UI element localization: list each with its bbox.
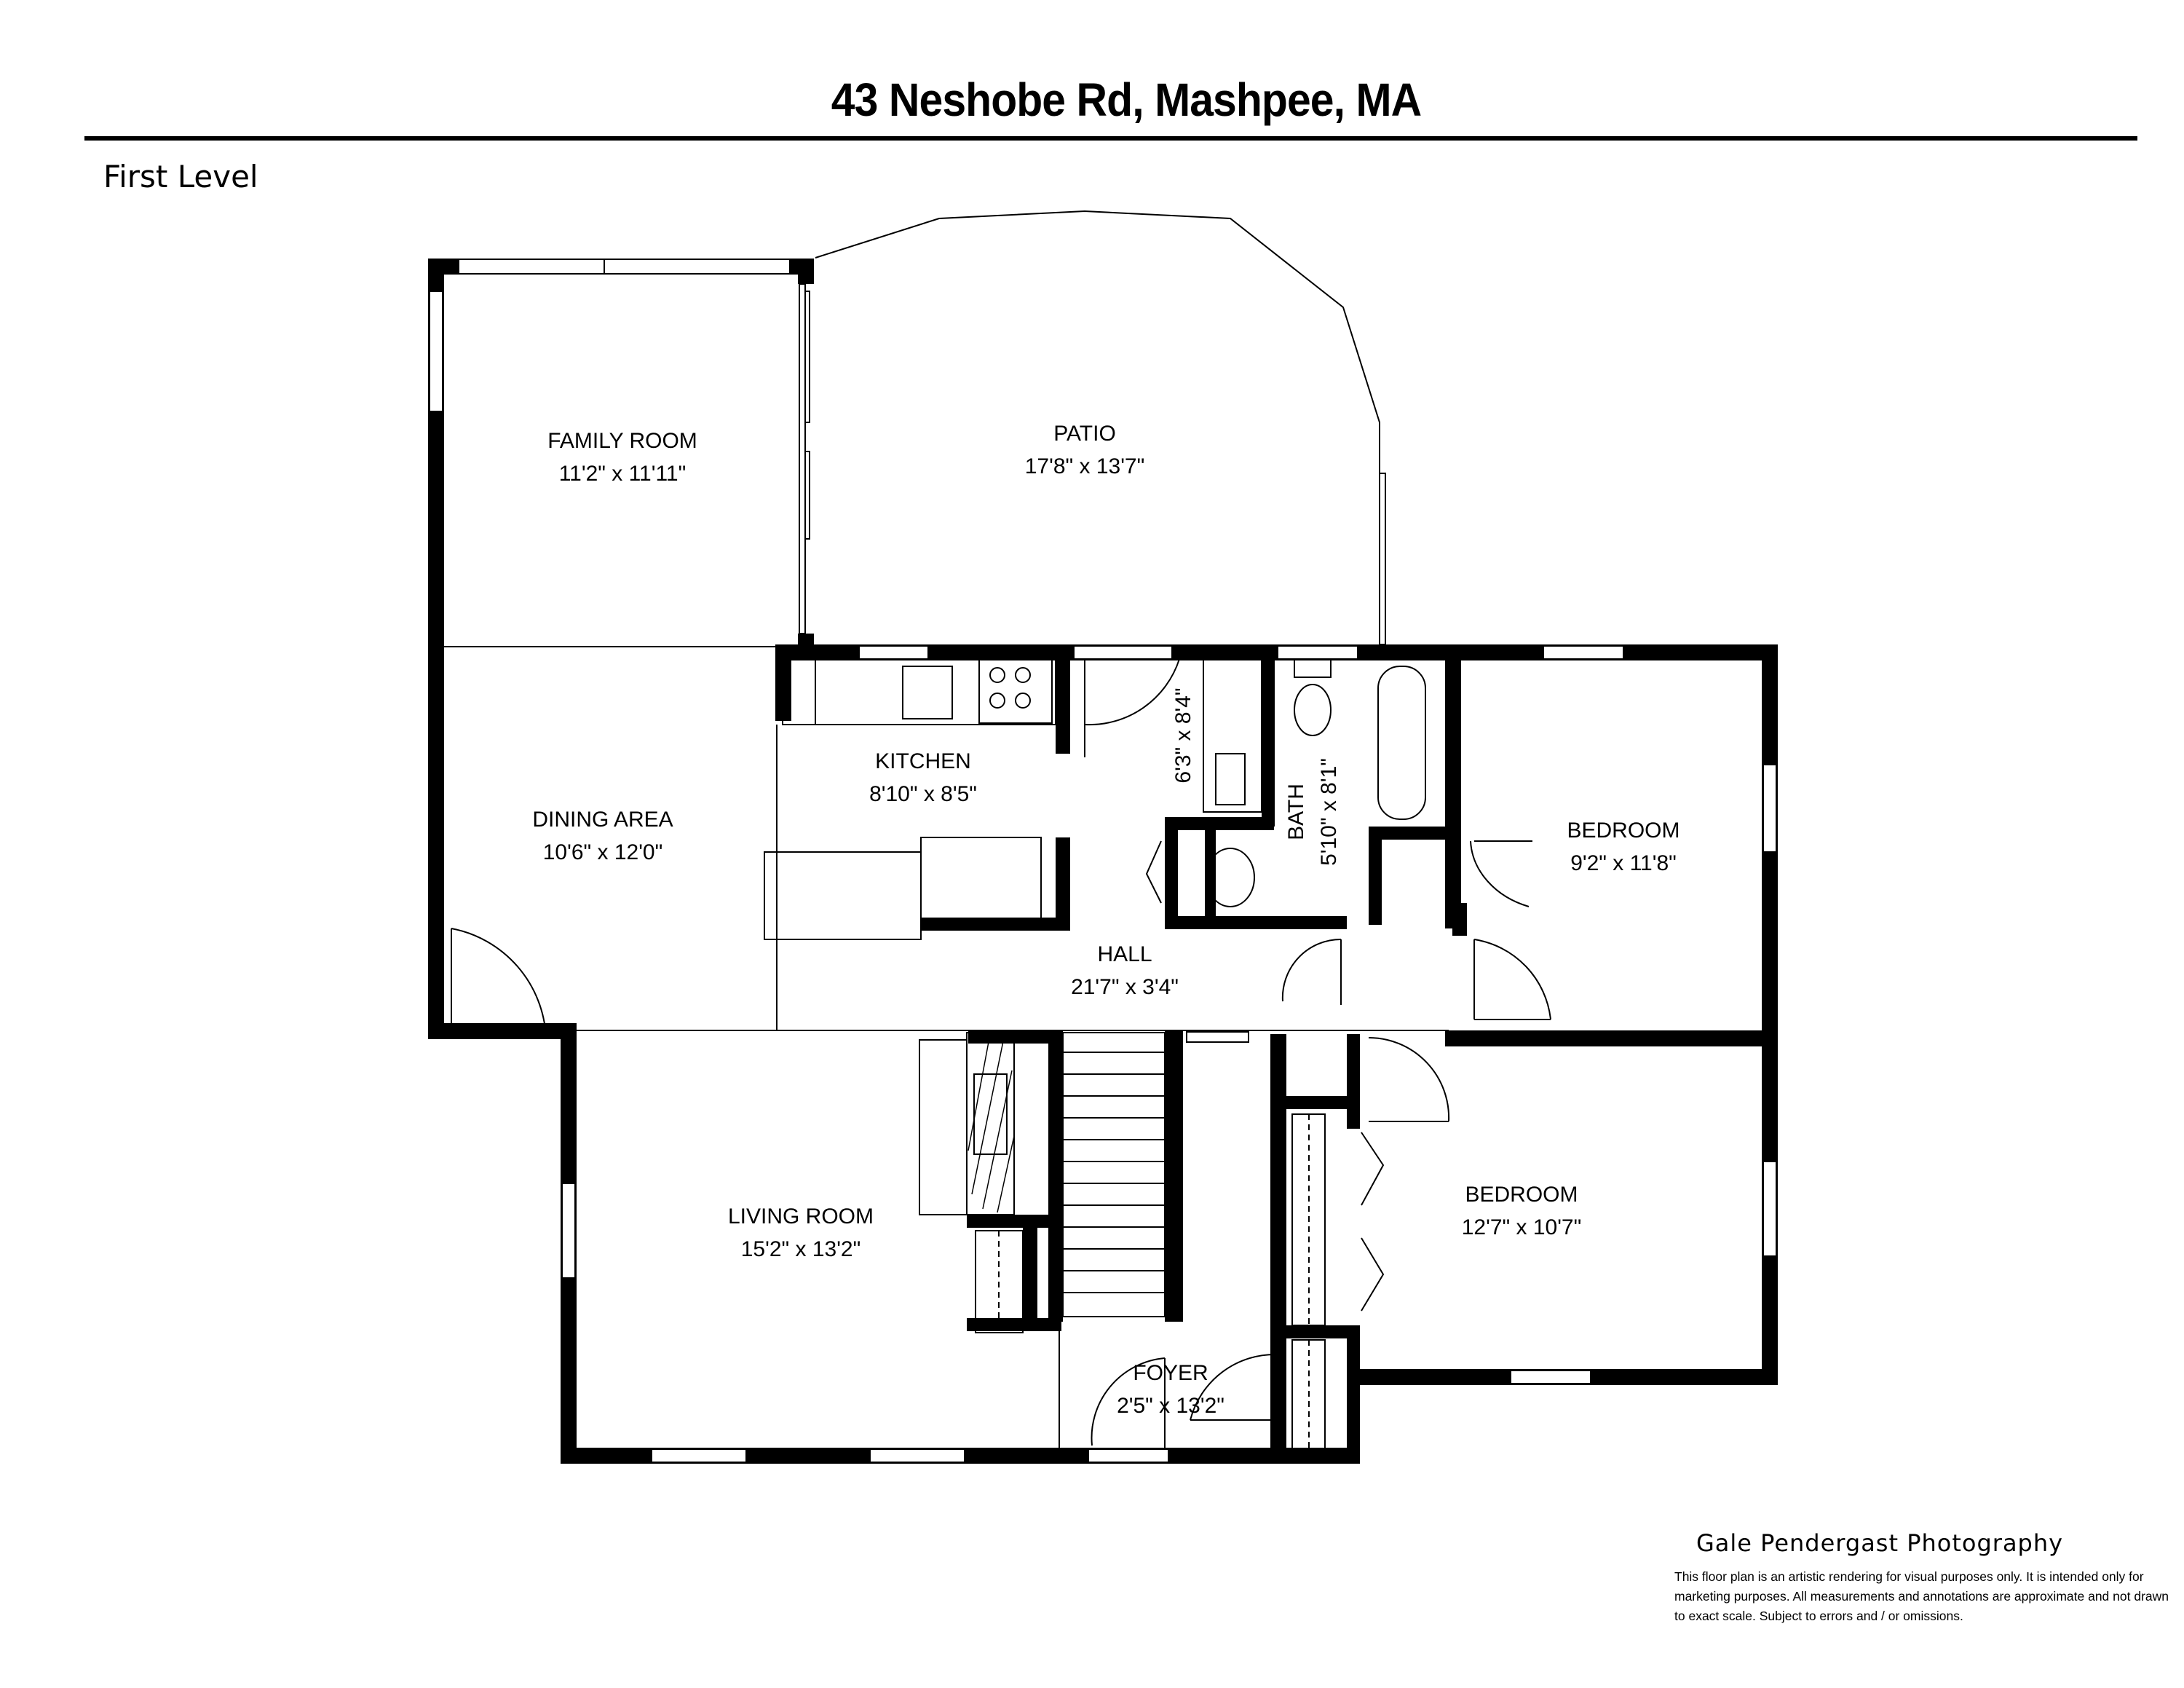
hall-name: HALL	[1097, 942, 1152, 966]
foyer-name: FOYER	[1133, 1361, 1208, 1385]
patio-outline	[815, 210, 1380, 644]
dining-area-name: DINING AREA	[532, 808, 673, 832]
level-label: First Level	[103, 159, 258, 194]
bedroom-1-name: BEDROOM	[1567, 819, 1679, 843]
foyer-dims: 2'5" x 13'2"	[1117, 1394, 1224, 1418]
bedroom-2-name: BEDROOM	[1465, 1183, 1578, 1207]
bedroom-1-dims: 9'2" x 11'8"	[1570, 851, 1677, 875]
disclaimer-text: This floor plan is an artistic rendering…	[1674, 1569, 2169, 1623]
bath-dims: 5'10" x 8'1"	[1317, 758, 1341, 866]
laundry-dims: 6'3" x 8'4"	[1171, 687, 1195, 783]
dining-area-dims: 10'6" x 12'0"	[543, 840, 663, 864]
room-labels: FAMILY ROOM 11'2" x 11'11" PATIO 17'8" x…	[532, 422, 1679, 1418]
bath-name: BATH	[1284, 784, 1308, 840]
living-room-name: LIVING ROOM	[728, 1204, 874, 1228]
hall-dims: 21'7" x 3'4"	[1071, 975, 1179, 999]
bedroom-2-dims: 12'7" x 10'7"	[1462, 1215, 1582, 1239]
page-title: 43 Neshobe Rd, Mashpee, MA	[831, 74, 1422, 126]
patio-name: PATIO	[1053, 422, 1116, 446]
patio-dims: 17'8" x 13'7"	[1025, 454, 1145, 478]
family-room-name: FAMILY ROOM	[547, 429, 697, 453]
kitchen-dims: 8'10" x 8'5"	[869, 782, 977, 806]
photographer-credit: Gale Pendergast Photography	[1696, 1529, 2064, 1557]
title-divider	[84, 136, 2137, 141]
kitchen-name: KITCHEN	[875, 749, 971, 773]
staircase	[1062, 1032, 1166, 1317]
living-room-dims: 15'2" x 13'2"	[741, 1237, 861, 1261]
family-room-dims: 11'2" x 11'11"	[559, 462, 687, 486]
